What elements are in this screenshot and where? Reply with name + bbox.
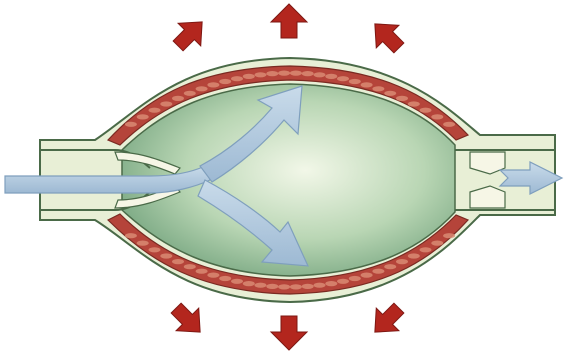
muscle-cell-bottom xyxy=(420,247,432,252)
muscle-cell-bottom xyxy=(172,259,184,264)
muscle-cell-top xyxy=(160,101,172,106)
muscle-cell-bottom xyxy=(290,284,302,289)
muscle-cell-top xyxy=(231,76,243,81)
muscle-cell-top xyxy=(361,82,373,87)
muscle-cell-top xyxy=(372,86,384,91)
muscle-cell-top xyxy=(172,96,184,101)
muscle-cell-bottom xyxy=(431,241,443,246)
pressure-arrow-bottom-left xyxy=(165,297,212,344)
muscle-cell-top xyxy=(137,114,149,119)
muscle-cell-top xyxy=(420,108,432,113)
muscle-cell-bottom xyxy=(396,259,408,264)
muscle-cell-top xyxy=(337,76,349,81)
muscle-cell-top xyxy=(408,101,420,106)
muscle-cell-bottom xyxy=(243,281,255,286)
muscle-cell-top xyxy=(207,82,219,87)
muscle-cell-bottom xyxy=(384,264,396,269)
muscle-cell-top xyxy=(196,86,208,91)
muscle-cell-bottom xyxy=(372,269,384,274)
muscle-cell-bottom xyxy=(231,279,243,284)
muscle-cell-top xyxy=(149,108,161,113)
muscle-cell-top xyxy=(184,91,196,96)
pressure-arrow-top-right xyxy=(364,13,411,60)
muscle-cell-top xyxy=(443,122,455,127)
muscle-cell-top xyxy=(290,71,302,76)
muscle-cell-bottom xyxy=(408,253,420,258)
muscle-cell-bottom xyxy=(349,276,361,281)
muscle-cell-top xyxy=(396,96,408,101)
muscle-cell-top xyxy=(384,91,396,96)
muscle-cell-top xyxy=(278,71,290,76)
pressure-arrow-bottom-center xyxy=(271,316,307,350)
muscle-cell-bottom xyxy=(149,247,161,252)
muscle-cell-bottom xyxy=(196,269,208,274)
pressure-arrow-top-center xyxy=(271,4,307,38)
muscle-cell-top xyxy=(243,74,255,79)
muscle-cell-bottom xyxy=(255,283,267,288)
muscle-cell-top xyxy=(302,71,314,76)
pressure-arrow-bottom-right xyxy=(364,297,411,344)
muscle-cell-bottom xyxy=(443,233,455,238)
muscle-cell-top xyxy=(314,72,326,77)
muscle-cell-bottom xyxy=(160,253,172,258)
muscle-cell-bottom xyxy=(184,264,196,269)
muscle-cell-top xyxy=(431,114,443,119)
muscle-cell-bottom xyxy=(361,273,373,278)
muscle-cell-top xyxy=(219,79,231,84)
muscle-cell-bottom xyxy=(337,279,349,284)
muscle-cell-bottom xyxy=(207,273,219,278)
muscle-cell-bottom xyxy=(314,283,326,288)
muscle-cell-bottom xyxy=(325,281,337,286)
muscle-cell-top xyxy=(349,79,361,84)
muscle-cell-top xyxy=(266,71,278,76)
muscle-cell-top xyxy=(325,74,337,79)
muscle-cell-bottom xyxy=(125,233,137,238)
muscle-cell-top xyxy=(255,72,267,77)
muscle-cell-bottom xyxy=(302,284,314,289)
muscle-cell-bottom xyxy=(137,241,149,246)
muscle-cell-bottom xyxy=(219,276,231,281)
muscle-cell-bottom xyxy=(278,284,290,289)
pressure-arrow-top-left xyxy=(167,11,214,58)
muscle-cell-bottom xyxy=(266,284,278,289)
muscle-cell-top xyxy=(125,122,137,127)
